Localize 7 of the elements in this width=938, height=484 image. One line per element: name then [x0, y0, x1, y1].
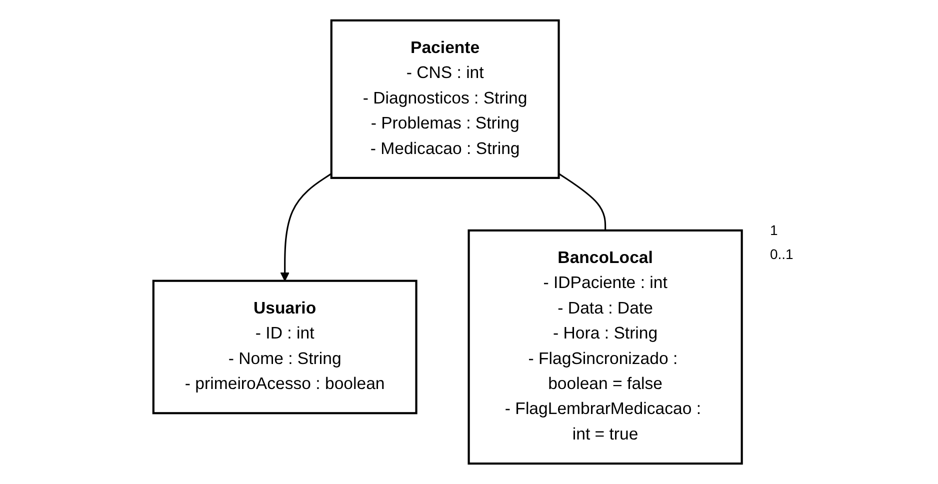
multiplicity-label: 1 [770, 222, 779, 238]
multiplicity-label: 0..1 [770, 246, 794, 262]
connector [558, 173, 606, 230]
node-box: Paciente - CNS : int - Diagnosticos : String - Problemas : String - Medicacao : String [330, 19, 560, 179]
node-box: Usuario - ID : int - Nome : String - primeiroAcesso : boolean [152, 280, 418, 414]
arrow [280, 173, 332, 282]
node-box: BancoLocal - IDPaciente : int - Data : Date - Hora : String - FlagSincronizado : boolean = false - FlagLembrarMedicacao : int = true [467, 229, 743, 465]
